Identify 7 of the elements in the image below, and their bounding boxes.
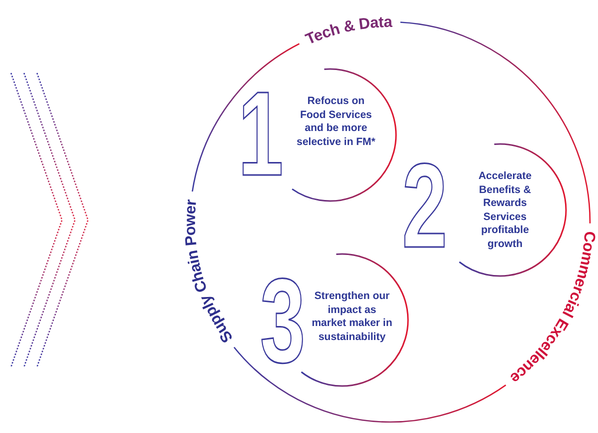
step-number: 1 (238, 74, 284, 194)
step-description: Accelerate Benefits & Rewards Services profitable growth (477, 170, 533, 251)
step-number: 2 (402, 146, 448, 266)
step-description: Refocus on Food Services and be more selective in FM* (296, 95, 376, 149)
step-description: Strengthen our impact as market maker in sustainability (310, 290, 394, 344)
step-number: 3 (260, 261, 306, 381)
ring-label: Tech & Data (303, 13, 392, 48)
